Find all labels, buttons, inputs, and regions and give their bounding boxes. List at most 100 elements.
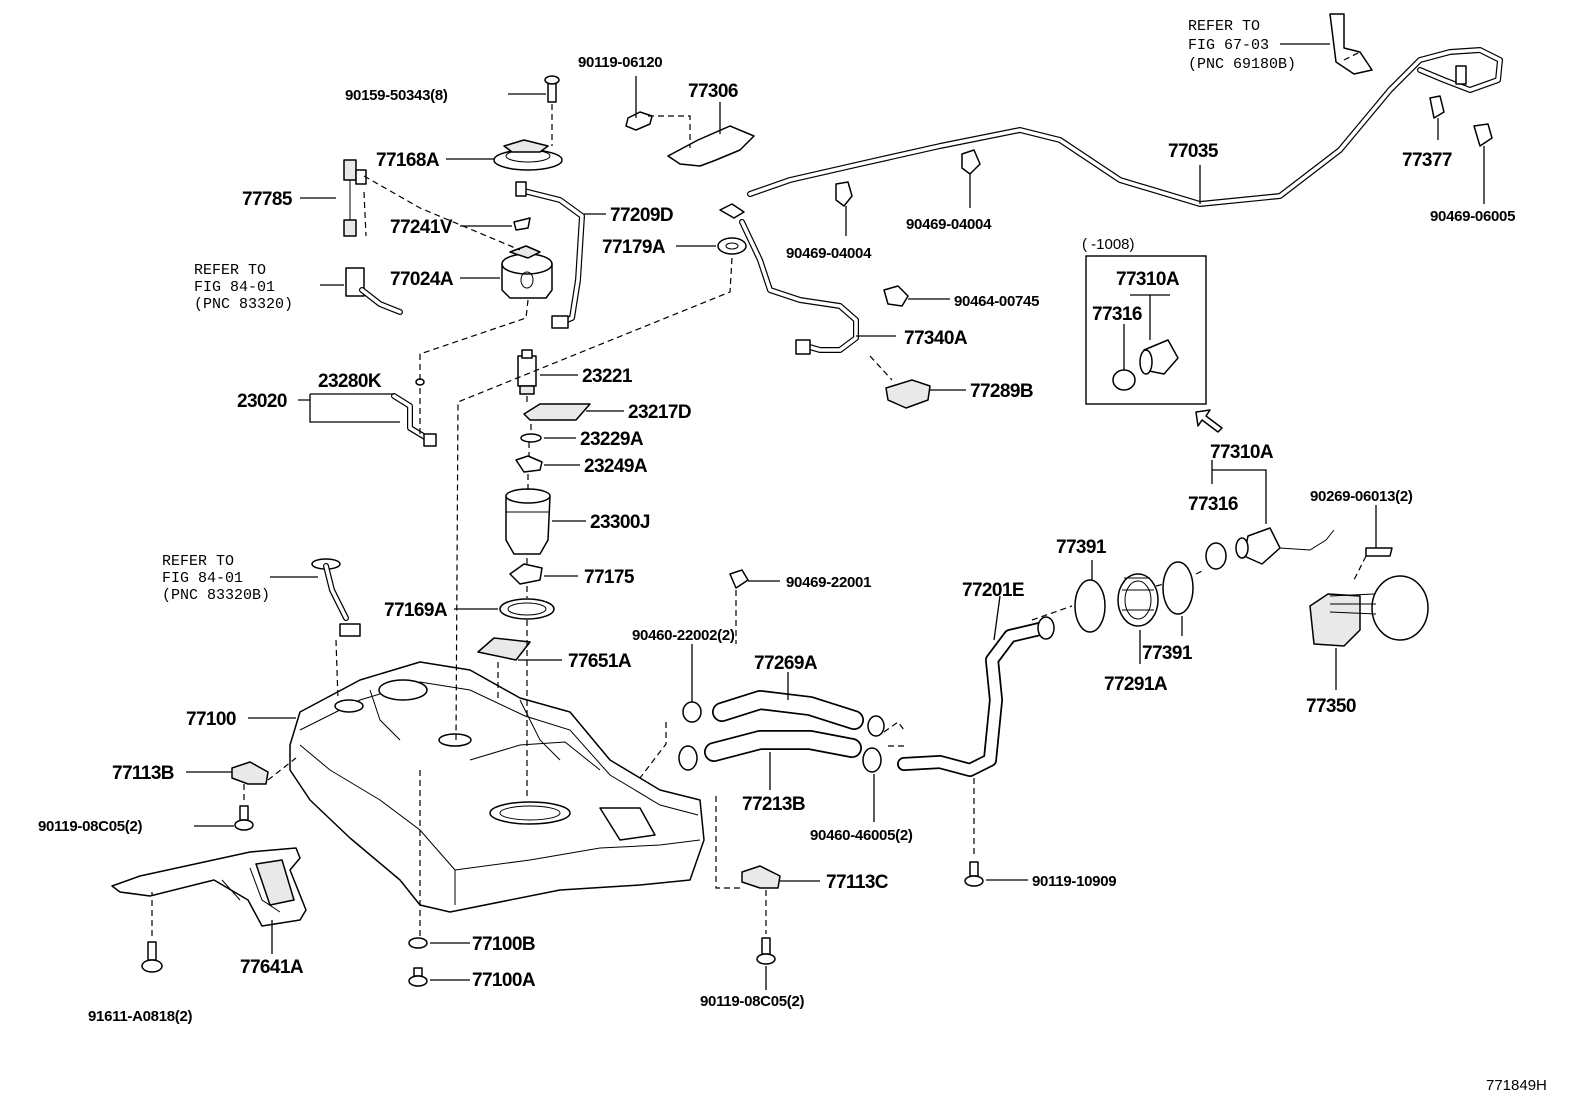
label-77035: 77035 [1168, 141, 1219, 162]
label-77100: 77100 [186, 709, 236, 730]
label-77175: 77175 [584, 567, 635, 588]
label-77169a: 77169A [384, 600, 448, 621]
retainer-77175-drawing [509, 563, 543, 585]
label-90119-08c05-b: 90119-08C05(2) [700, 993, 805, 1010]
gasket-77391-b-drawing [1162, 561, 1194, 615]
label-77291a: 77291A [1104, 674, 1168, 695]
label-77340a: 77340A [904, 328, 968, 349]
label-77241v: 77241V [390, 217, 453, 238]
ref-fig-84-01-b-line1: REFER TO [162, 553, 234, 570]
inset-cap-drawing [1112, 339, 1179, 391]
hose-77213b-drawing [704, 730, 862, 762]
fuel-pump-drawing [517, 349, 537, 395]
label-23221: 23221 [582, 366, 633, 387]
part-labels: 90159-50343(8) 90119-06120 77306 77168A … [38, 18, 1547, 1094]
bracket-77306-drawing [667, 125, 755, 167]
label-90460-46005: 90460-46005(2) [810, 827, 913, 844]
pump-retainer-drawing [493, 139, 563, 171]
ref-fig-84-01-a-line2: FIG 84-01 [194, 279, 275, 296]
label-77201e: 77201E [962, 580, 1024, 601]
clamp-drawings [729, 95, 1493, 589]
label-90464-00745: 90464-00745 [954, 293, 1039, 310]
label-77391-a: 77391 [1056, 537, 1107, 558]
label-90469-04004-b: 90469-04004 [906, 216, 992, 233]
label-77100a: 77100A [472, 970, 536, 991]
label-77209d: 77209D [610, 205, 673, 226]
ring-23229a-drawing [520, 433, 542, 443]
pump-module-drawing [501, 245, 553, 299]
label-91611-a0818: 91611-A0818(2) [88, 1008, 193, 1025]
label-23280k: 23280K [318, 371, 382, 392]
label-77641a: 77641A [240, 957, 304, 978]
pump-sub-assy-drawing [391, 378, 437, 447]
label-77316: 77316 [1188, 494, 1238, 515]
label-77100b: 77100B [472, 934, 535, 955]
figure-code: 771849H [1486, 1077, 1547, 1094]
label-23300j: 23300J [590, 512, 650, 533]
direction-arrow-icon [1195, 409, 1223, 433]
label-90460-22002: 90460-22002(2) [632, 627, 735, 644]
inset-box [1085, 255, 1207, 405]
grommet-77179a-drawing [717, 203, 747, 255]
label-77213b: 77213B [742, 794, 805, 815]
fuel-sender-gauge-b-drawing [311, 558, 361, 637]
label-77391-b: 77391 [1142, 643, 1193, 664]
tube-77340a-drawing [739, 219, 859, 355]
label-90119-08c05-a: 90119-08C05(2) [38, 818, 143, 835]
bolt-drawings [141, 75, 984, 987]
fuel-lid-drawing [1309, 547, 1429, 647]
inset-label-77310a: 77310A [1116, 269, 1180, 290]
hose-77269a-drawing [712, 690, 864, 730]
leader-lines [186, 43, 1485, 990]
ref-fig-84-01-a-line3: (PNC 83320) [194, 296, 293, 313]
label-77179a: 77179A [602, 237, 666, 258]
protector-77113b-drawing [231, 761, 269, 785]
label-77168a: 77168A [376, 150, 440, 171]
protector-77113c-drawing [741, 865, 781, 889]
ref-fig-67-03-line1: REFER TO [1188, 18, 1260, 35]
label-77651a: 77651A [568, 651, 632, 672]
label-77269a: 77269A [754, 653, 818, 674]
filler-neck-77291a-drawing [1117, 573, 1159, 627]
ref-fig-67-03-line3: (PNC 69180B) [1188, 56, 1296, 73]
bracket-77289b-drawing [885, 379, 931, 409]
clip-23249a-drawing [515, 455, 543, 473]
label-77289b: 77289B [970, 381, 1033, 402]
ref-fig-84-01-b-line2: FIG 84-01 [162, 570, 243, 587]
hose-77209d-drawing [515, 181, 585, 329]
label-77024a: 77024A [390, 269, 454, 290]
label-77310a: 77310A [1210, 442, 1274, 463]
hose-clamp-drawings [678, 701, 885, 773]
label-77306: 77306 [688, 81, 738, 102]
inset-label-77316: 77316 [1092, 304, 1142, 325]
fuel-sender-gauge-a-drawing [345, 267, 403, 315]
label-90269-06013: 90269-06013(2) [1310, 488, 1413, 505]
ref-fig-67-03-line2: FIG 67-03 [1188, 37, 1269, 54]
inset-range: ( -1008) [1082, 236, 1135, 253]
pad-77651a-drawing [477, 637, 531, 661]
label-23020: 23020 [237, 391, 287, 412]
dashed-lines [151, 51, 1367, 936]
filler-pipe-drawing [897, 616, 1055, 777]
fuel-filter-drawing [505, 488, 551, 555]
gasket-77391-a-drawing [1074, 579, 1106, 633]
fuel-tank-drawing [289, 661, 705, 913]
label-23229a: 23229A [580, 429, 644, 450]
label-90469-06005: 90469-06005 [1430, 208, 1515, 225]
heat-insulator-drawing [111, 847, 307, 927]
label-90119-06120: 90119-06120 [578, 54, 662, 71]
sender-77785-drawing [343, 159, 367, 237]
label-77113b: 77113B [112, 763, 174, 784]
label-77377: 77377 [1402, 150, 1452, 171]
label-90469-04004-a: 90469-04004 [786, 245, 872, 262]
fuel-cap-drawing [1205, 527, 1335, 570]
label-90119-10909: 90119-10909 [1032, 873, 1116, 890]
label-77785: 77785 [242, 189, 293, 210]
evap-tube-drawing [747, 13, 1503, 207]
label-90469-22001: 90469-22001 [786, 574, 871, 591]
label-77350: 77350 [1306, 696, 1356, 717]
label-90159-50343: 90159-50343(8) [345, 87, 448, 104]
label-77113c: 77113C [826, 872, 889, 893]
clip-77241v-drawing [513, 217, 531, 231]
